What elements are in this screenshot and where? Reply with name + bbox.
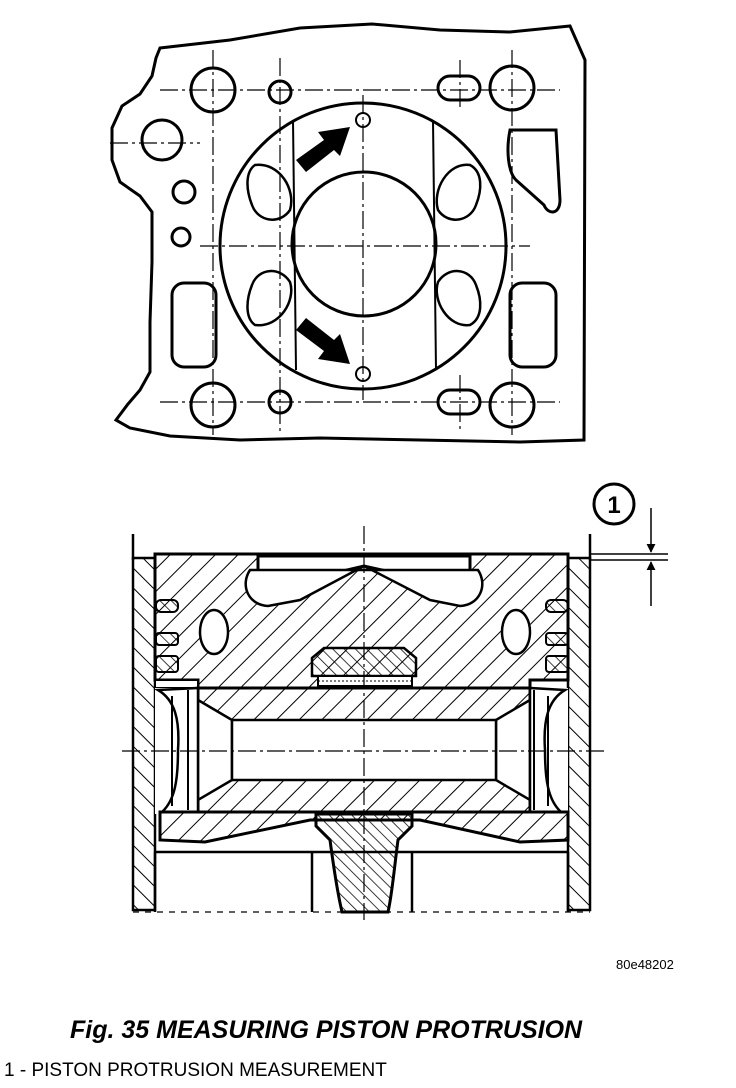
callout-number: 1 xyxy=(607,492,620,519)
arrow-icon-bottom xyxy=(296,318,350,364)
figure-code: 80e48202 xyxy=(616,957,674,972)
top-view-centerlines xyxy=(110,50,560,435)
piston-protrusion-diagram: 1 xyxy=(110,22,668,920)
top-view-gasket xyxy=(110,22,587,444)
callout-1: 1 xyxy=(592,482,636,526)
protrusion-dimension xyxy=(590,508,668,606)
section-view-piston xyxy=(131,534,592,914)
legend-text: PISTON PROTRUSION MEASUREMENT xyxy=(31,1060,387,1081)
legend-number: 1 xyxy=(4,1060,15,1081)
combustion-chamber xyxy=(290,170,438,318)
legend-item: 1 - PISTON PROTRUSION MEASUREMENT xyxy=(4,1060,387,1081)
figure-caption: Fig. 35 MEASURING PISTON PROTRUSION xyxy=(70,1016,583,1044)
arrow-icon-top xyxy=(296,127,350,172)
section-centerlines xyxy=(122,526,604,920)
gasket-outline xyxy=(110,22,587,444)
